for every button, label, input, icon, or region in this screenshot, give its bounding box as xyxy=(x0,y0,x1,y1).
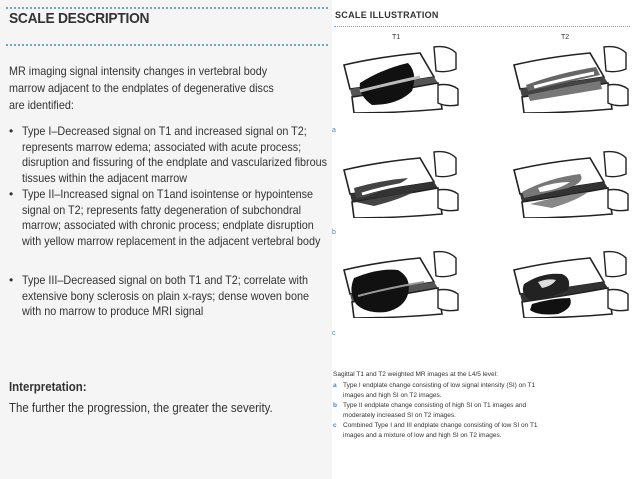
posterior-element xyxy=(437,83,459,107)
posterior-element xyxy=(433,45,457,73)
caption-item: a Type I endplate change consisting of l… xyxy=(333,382,536,399)
type-list-item: • Type III–Decreased signal on both T1 a… xyxy=(9,273,309,319)
heading-divider-top xyxy=(6,7,328,9)
description-intro: MR imaging signal intensity changes in v… xyxy=(9,64,274,112)
type-list-item: • Type I–Decreased signal on T1 and incr… xyxy=(9,124,328,185)
illustration-heading: SCALE ILLUSTRATION xyxy=(335,10,439,20)
caption-item: b Type II endplate change consisting of … xyxy=(333,402,527,419)
column-label-t2: T2 xyxy=(561,34,570,41)
row-label-c: c xyxy=(332,330,336,337)
type-list: • Type I–Decreased signal on T1 and incr… xyxy=(9,124,328,336)
row-label-b: b xyxy=(332,229,336,236)
interpretation-heading: Interpretation: xyxy=(9,379,87,394)
column-label-t1: T1 xyxy=(392,34,401,41)
row-label-a: a xyxy=(332,127,336,134)
mri-illustration-c-t2 xyxy=(513,250,629,318)
mri-illustration-b-t1 xyxy=(343,150,459,218)
illustration-divider xyxy=(334,26,630,27)
mri-illustration-c-t1 xyxy=(343,250,459,318)
interpretation-text: The further the progression, the greater… xyxy=(9,400,273,415)
illustration-caption: Sagittal T1 and T2 weighted MR images at… xyxy=(333,370,623,441)
mri-illustration-a-t1 xyxy=(343,45,459,113)
scale-description-panel xyxy=(0,0,332,479)
caption-title: Sagittal T1 and T2 weighted MR images at… xyxy=(333,371,498,378)
endplate-line xyxy=(359,75,421,93)
heading-divider xyxy=(6,44,328,46)
type-list-item: • Type II–Increased signal on T1and isoi… xyxy=(9,187,321,248)
caption-item: c Combined Type I and III endplate chang… xyxy=(333,422,538,439)
mri-illustration-a-t2 xyxy=(513,45,629,113)
mri-illustration-b-t2 xyxy=(513,150,629,218)
description-heading: SCALE DESCRIPTION xyxy=(9,10,150,27)
